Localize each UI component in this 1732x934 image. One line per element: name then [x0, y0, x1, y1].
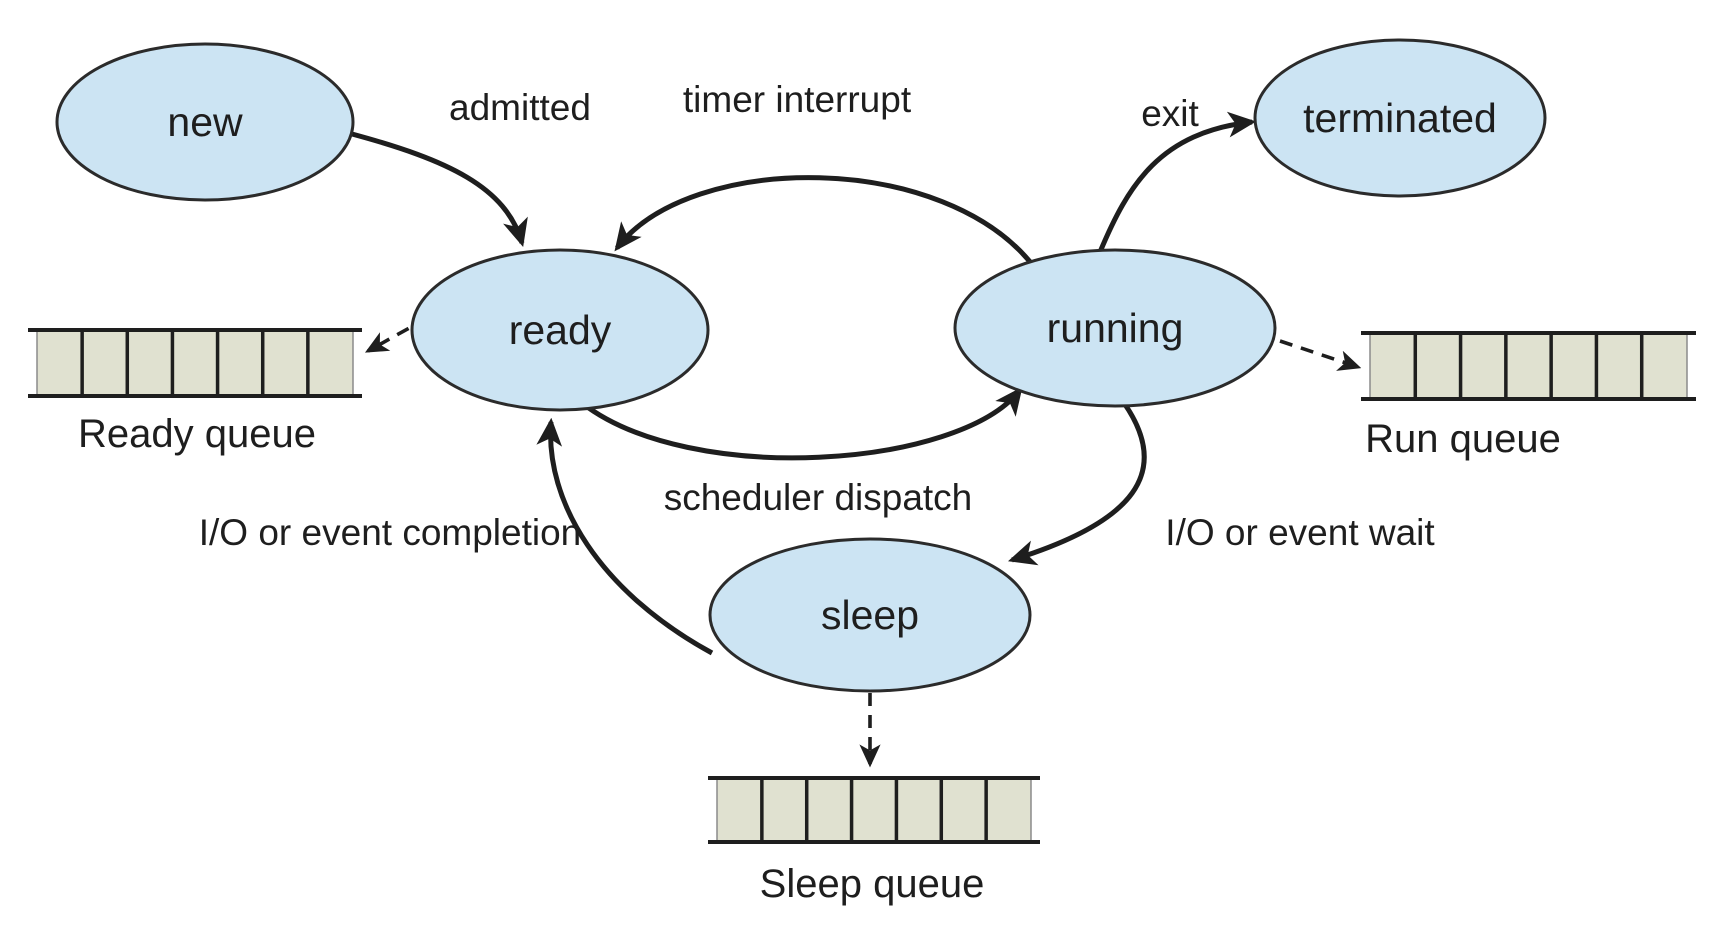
transition-arrows	[351, 111, 1257, 656]
transition-io-event-completion-arrow	[536, 417, 714, 656]
state-running-label: running	[1047, 305, 1184, 351]
transition-io-event-wait-arrow	[1007, 401, 1147, 566]
run-queue-cells	[1361, 331, 1696, 401]
ready-queue: Ready queue	[28, 328, 362, 456]
sleep-queue-caption: Sleep queue	[760, 862, 985, 906]
transition-scheduler-dispatch-label: scheduler dispatch	[664, 477, 973, 518]
state-new-shape	[55, 42, 355, 202]
transition-labels: admitted timer interrupt exit scheduler …	[199, 79, 1436, 553]
sleep-queue-cells	[708, 776, 1040, 844]
state-ready-label: ready	[509, 307, 612, 353]
state-running-shape	[953, 248, 1277, 408]
state-running: running	[953, 248, 1277, 408]
queue-strip	[1370, 333, 1687, 399]
state-terminated-shape	[1253, 38, 1547, 198]
state-sleep-label: sleep	[821, 592, 919, 638]
queues: Ready queue Run queue Sleep queue	[28, 328, 1696, 906]
ready-queue-cells	[28, 328, 362, 398]
state-ready: ready	[410, 248, 710, 412]
transition-timer-interrupt-label: timer interrupt	[683, 79, 912, 120]
running-to-run-queue-arrow	[1279, 339, 1362, 371]
state-sleep: sleep	[708, 537, 1032, 693]
transition-timer-interrupt-arrow	[614, 175, 1037, 270]
state-new-label: new	[167, 99, 243, 145]
sleep-queue: Sleep queue	[708, 776, 1040, 906]
transition-io-event-wait-label: I/O or event wait	[1165, 512, 1435, 553]
state-new: new	[55, 42, 355, 202]
state-ready-shape	[410, 248, 710, 412]
transition-admitted-arrow	[351, 131, 528, 248]
queue-arrows	[364, 305, 1362, 768]
state-sleep-shape	[708, 537, 1032, 693]
transition-scheduler-dispatch-arrow	[580, 386, 1023, 461]
states: new ready running terminated sleep	[55, 38, 1547, 693]
ready-queue-caption: Ready queue	[78, 412, 316, 456]
run-queue-caption: Run queue	[1365, 417, 1561, 461]
transition-exit-label: exit	[1141, 93, 1199, 134]
state-terminated: terminated	[1253, 38, 1547, 198]
transition-io-event-completion-label: I/O or event completion	[199, 512, 582, 553]
run-queue: Run queue	[1361, 331, 1696, 461]
ready-to-ready-queue-arrow	[364, 305, 448, 353]
transition-exit-arrow	[1097, 111, 1257, 253]
queue-strip	[717, 778, 1031, 842]
state-terminated-label: terminated	[1303, 95, 1497, 141]
transition-admitted-label: admitted	[449, 87, 591, 128]
queue-strip	[37, 330, 353, 396]
